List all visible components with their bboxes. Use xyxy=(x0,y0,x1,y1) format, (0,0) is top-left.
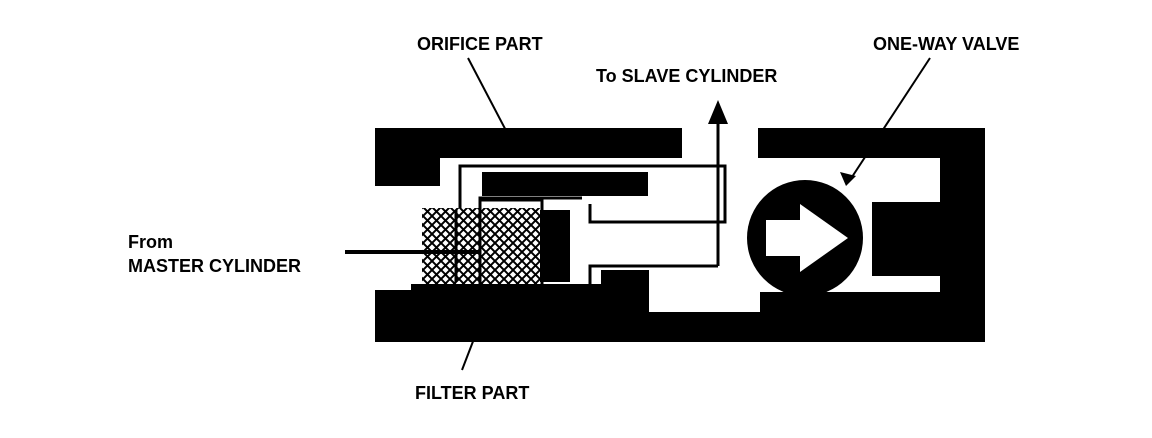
leader-valve xyxy=(849,57,931,181)
label-filter-part: FILTER PART xyxy=(415,383,529,403)
right-arrow-icon xyxy=(766,204,848,272)
orifice-marker xyxy=(508,140,526,158)
one-way-valve xyxy=(747,180,863,296)
leader-valve-arrowhead xyxy=(840,172,856,186)
leader-orifice xyxy=(467,57,513,143)
label-master-cylinder: MASTER CYLINDER xyxy=(128,256,301,276)
valve-housing-left xyxy=(375,128,985,342)
filter-element xyxy=(422,198,570,288)
orifice-bar xyxy=(482,172,648,196)
up-arrow-icon xyxy=(708,100,728,140)
valve-housing-right xyxy=(758,128,985,342)
label-to-slave-cylinder: To SLAVE CYLINDER xyxy=(596,66,777,86)
label-one-way-valve: ONE-WAY VALVE xyxy=(873,34,1019,54)
leader-lines xyxy=(461,57,931,371)
label-from: From xyxy=(128,232,173,252)
leader-filter xyxy=(461,291,493,371)
label-orifice-part: ORIFICE PART xyxy=(417,34,543,54)
